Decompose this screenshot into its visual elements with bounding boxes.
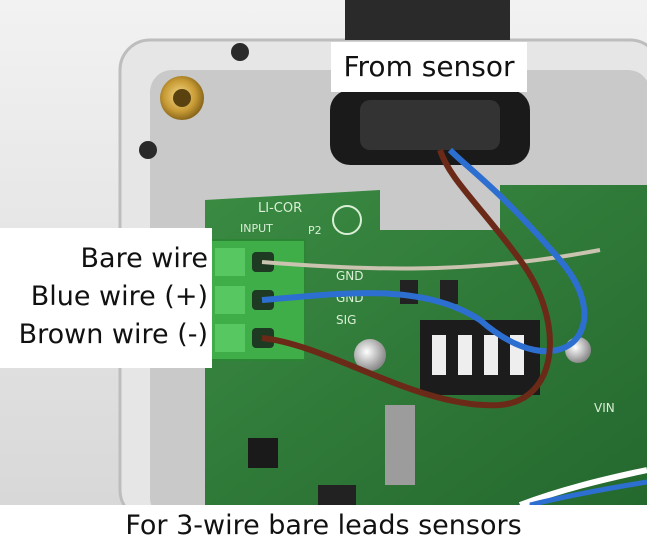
mounting-hole	[231, 43, 249, 61]
capacitor-component	[318, 485, 356, 505]
dip-lever	[484, 335, 498, 375]
terminal-screw-3	[215, 324, 245, 352]
from-sensor-label: From sensor	[331, 42, 527, 92]
brown-wire	[261, 148, 553, 409]
dip-lever	[458, 335, 472, 375]
ic-chip	[248, 438, 278, 468]
blue-wire-label: Blue wire (+)	[30, 281, 208, 312]
brown-wire-label: Brown wire (-)	[18, 319, 208, 350]
blue-wire	[261, 147, 588, 355]
brass-insert-hole	[173, 89, 191, 107]
caption: For 3-wire bare leads sensors	[0, 505, 647, 550]
cable-gland-nut	[360, 100, 500, 150]
board-gnd-text: GND	[336, 269, 364, 283]
smd-component	[440, 280, 458, 304]
dip-lever	[432, 335, 446, 375]
board-p2-text: P2	[308, 224, 322, 237]
terminal-screw-1	[215, 248, 245, 276]
board-sig-text: SIG	[336, 313, 356, 327]
bare-wire	[261, 248, 601, 271]
board-screw	[354, 339, 386, 371]
photo-scene: LI-COR INPUT P2 GND GND SIG VIN From sen…	[0, 0, 647, 505]
terminal-screw-2	[215, 286, 245, 314]
board-brand-text: LI-COR	[258, 201, 302, 216]
bare-wire-label: Bare wire	[80, 243, 208, 274]
board-input-text: INPUT	[240, 222, 273, 235]
lt-logo-icon	[332, 205, 362, 235]
enclosure-photo: LI-COR INPUT P2 GND GND SIG VIN	[0, 0, 647, 505]
inductor-component	[385, 405, 415, 485]
wire-labels: Bare wire Blue wire (+) Brown wire (-)	[0, 228, 212, 368]
gland-top	[345, 0, 510, 40]
cable-bundle	[518, 467, 647, 505]
mounting-hole	[139, 141, 157, 159]
board-vin-text: VIN	[594, 401, 615, 415]
cable-bundle	[529, 479, 647, 505]
